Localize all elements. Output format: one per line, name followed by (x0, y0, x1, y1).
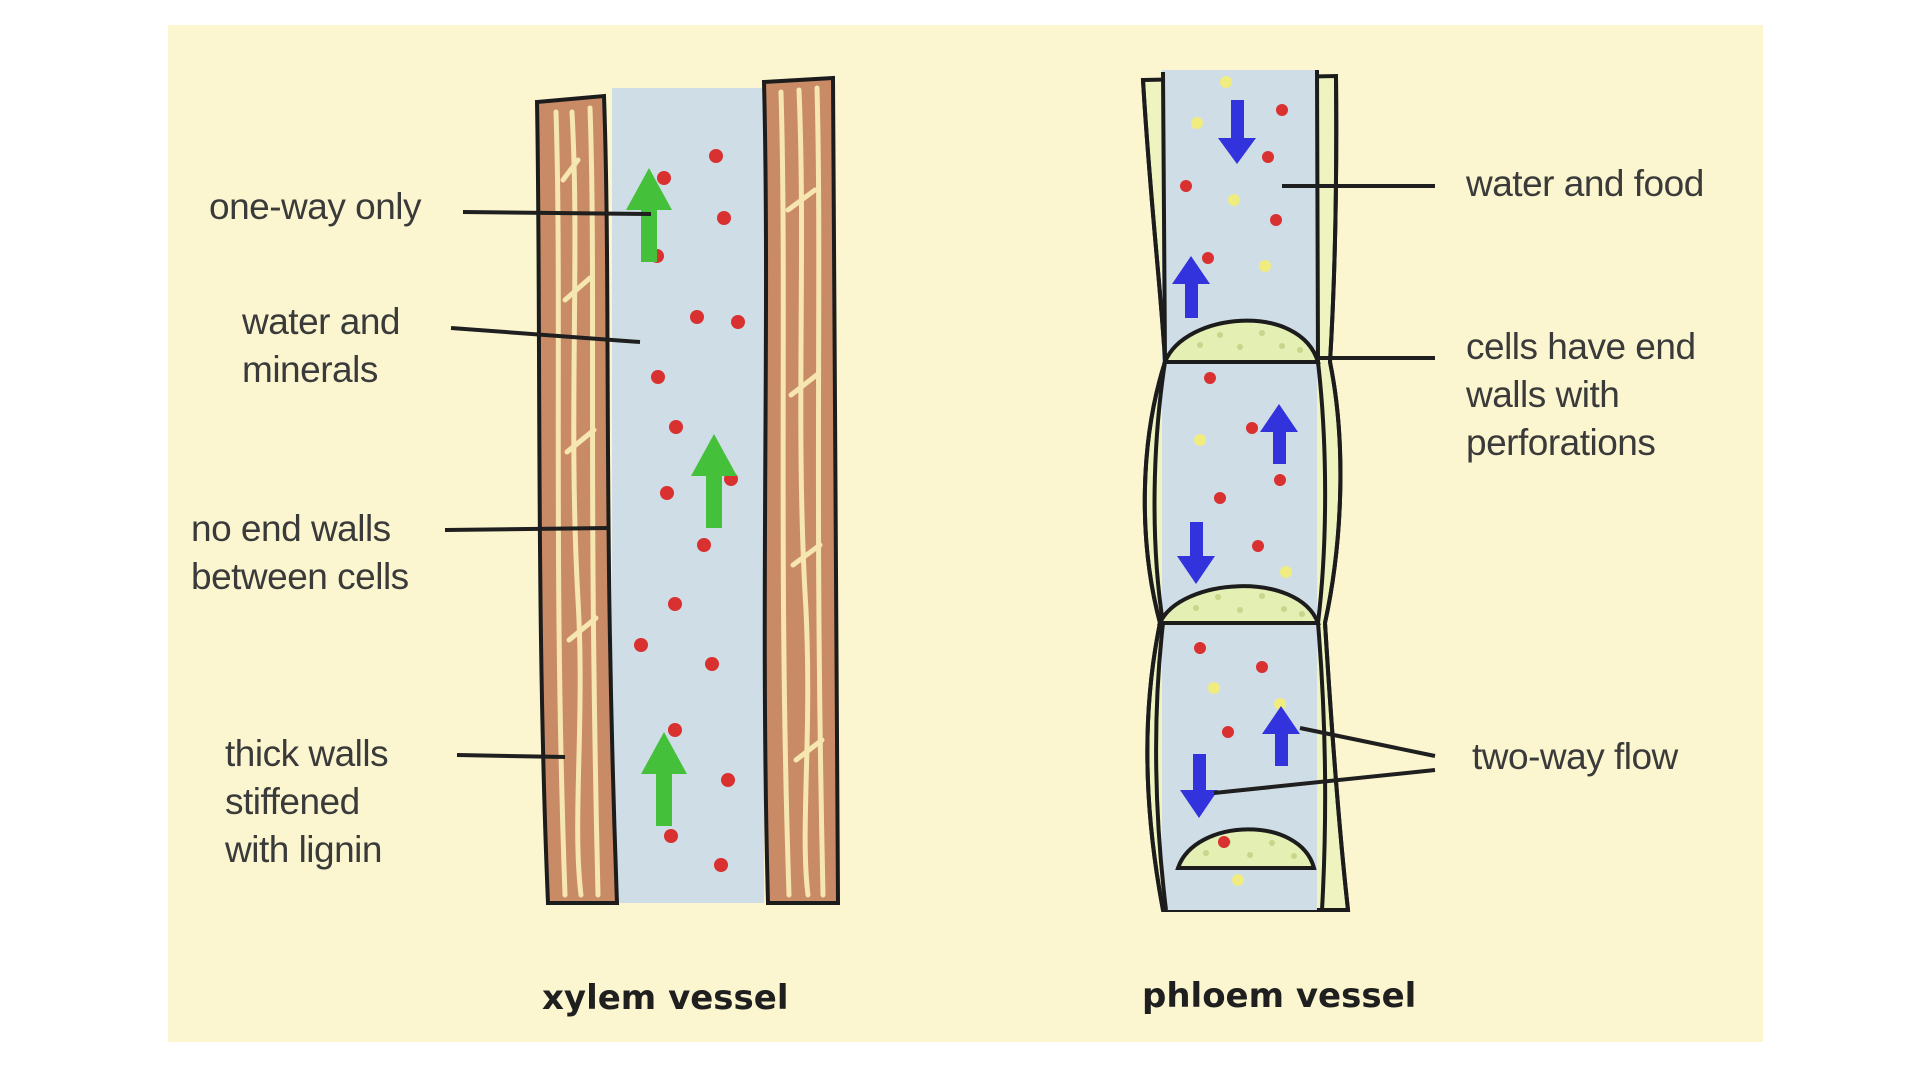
xylem-lumen (612, 88, 764, 903)
phloem-leader-lines (1213, 184, 1436, 795)
label-no-end-walls: no end walls between cells (191, 508, 409, 597)
sieve-plate (1175, 827, 1317, 870)
blue-down-arrow-icon (1180, 754, 1218, 818)
label-water-and-minerals: water and minerals (242, 301, 401, 390)
green-up-arrow-icon (691, 434, 737, 528)
label-one-way-only: one-way only (209, 186, 422, 227)
label-thick-walls: thick walls stiffened with lignin (225, 733, 389, 870)
blue-down-arrow-icon (1177, 522, 1215, 584)
leader-thick-walls (456, 753, 566, 759)
label-cells-have-end-walls: cells have end walls with perforations (1466, 326, 1696, 463)
phloem-yellow-particles (1191, 76, 1292, 886)
leader-no-end-walls (444, 526, 610, 532)
label-water-and-food: water and food (1466, 163, 1704, 204)
diagram-background (168, 25, 1763, 1042)
blue-down-arrow-icon (1218, 100, 1256, 164)
phloem-vessel (1140, 69, 1351, 912)
xylem-leader-lines (444, 210, 652, 759)
leader-two-way-down (1213, 768, 1436, 795)
leader-two-way-up (1299, 726, 1436, 758)
phloem-red-particles (1180, 104, 1288, 848)
phloem-lumen (1162, 70, 1317, 910)
blue-up-arrow-icon (1260, 404, 1298, 464)
leader-one-way (462, 210, 652, 216)
phloem-caption: phloem vessel (1142, 976, 1417, 1016)
xylem-caption: xylem vessel (542, 978, 789, 1018)
green-up-arrow-icon (641, 732, 687, 826)
sieve-plates (1156, 318, 1321, 870)
label-two-way-flow: two-way flow (1472, 736, 1678, 777)
blue-up-arrow-icon (1262, 706, 1300, 766)
sieve-plate (1162, 318, 1321, 364)
leader-water-minerals (450, 326, 641, 344)
xylem-vessel (534, 75, 841, 905)
blue-up-arrow-icon (1172, 256, 1210, 318)
xylem-wood-grain (553, 85, 826, 898)
phloem-flow-arrows (1172, 100, 1300, 818)
sieve-plate (1156, 584, 1321, 625)
